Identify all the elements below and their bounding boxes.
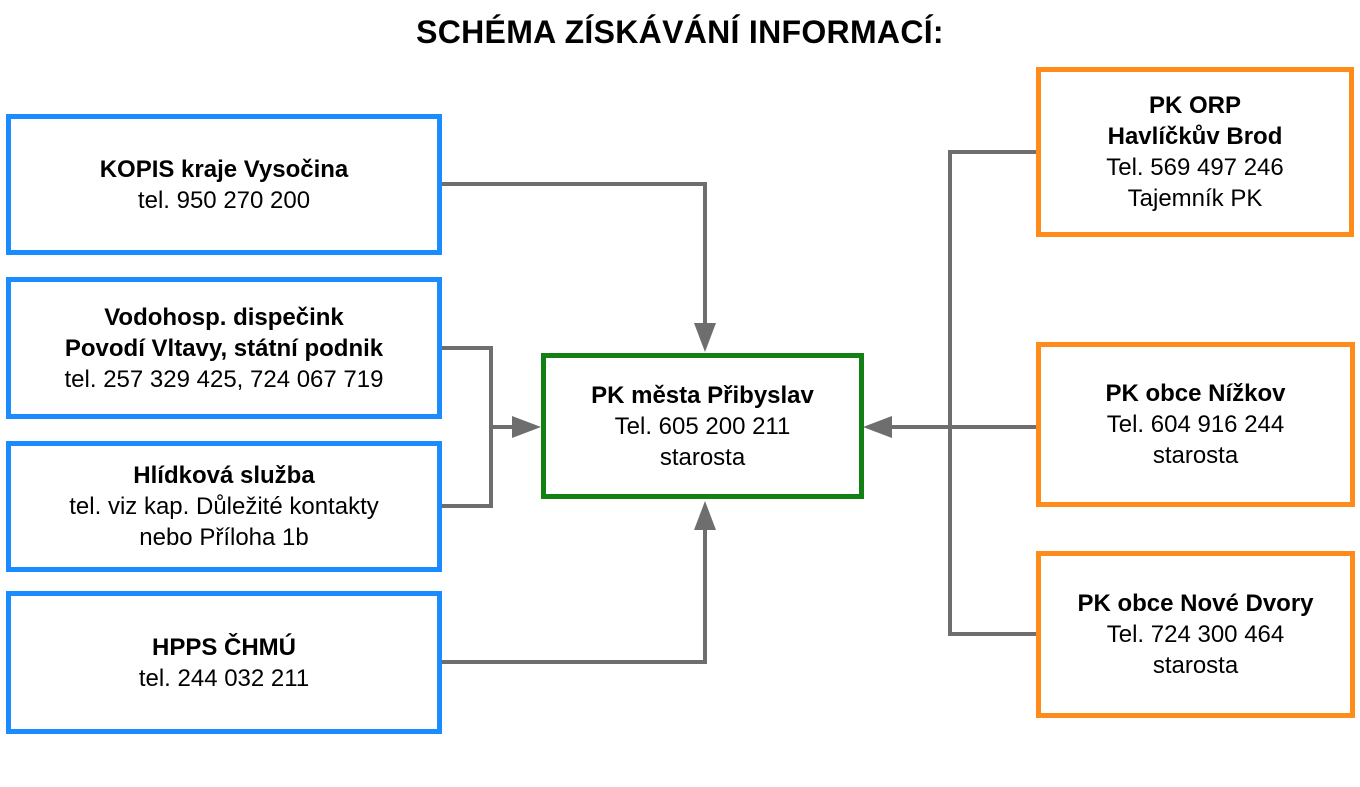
arrowhead-kopis: [694, 323, 716, 352]
node-nove-dvory-name: PK obce Nové Dvory: [1077, 590, 1314, 617]
node-orp-role: Tajemník PK: [1127, 185, 1263, 212]
arrowhead-right: [863, 416, 892, 438]
node-hpps: HPPS ČHMÚ tel. 244 032 211: [6, 591, 442, 734]
node-nizkov-role: starosta: [1152, 442, 1239, 469]
node-center-phone: Tel. 605 200 211: [614, 412, 791, 440]
diagram-title: SCHÉMA ZÍSKÁVÁNÍ INFORMACÍ:: [416, 14, 944, 50]
arrowhead-hpps: [694, 501, 716, 530]
node-orp-phone: Tel. 569 497 246: [1106, 154, 1284, 181]
node-hlidkova: Hlídková služba tel. viz kap. Důležité k…: [6, 441, 442, 572]
node-hlidkova-note: nebo Příloha 1b: [139, 524, 309, 551]
node-nizkov: PK obce Nížkov Tel. 604 916 244 starosta: [1036, 342, 1355, 507]
node-vodohosp-name: Vodohosp. dispečink: [104, 303, 344, 331]
node-center-name: PK města Přibyslav: [591, 381, 814, 409]
node-hpps-name: HPPS ČHMÚ: [151, 633, 296, 661]
node-kopis-phone: tel. 950 270 200: [137, 186, 311, 214]
node-nizkov-phone: Tel. 604 916 244: [1106, 411, 1285, 438]
node-center: PK města Přibyslav Tel. 605 200 211 star…: [541, 353, 864, 499]
arrowhead-left: [512, 416, 541, 438]
node-orp-name: PK ORP: [1148, 92, 1241, 119]
connector-vodohosp: [441, 346, 493, 427]
connector-hlidkova: [441, 427, 493, 508]
connector-hpps: [441, 524, 707, 664]
node-nove-dvory-phone: Tel. 724 300 464: [1106, 621, 1285, 648]
node-hpps-phone: tel. 244 032 211: [138, 664, 310, 692]
node-kopis-name: KOPIS kraje Vysočina: [99, 155, 349, 183]
node-orp-city: Havlíčkův Brod: [1107, 123, 1283, 150]
connector-kopis: [441, 182, 707, 330]
node-nove-dvory: PK obce Nové Dvory Tel. 724 300 464 star…: [1036, 551, 1355, 718]
node-nove-dvory-role: starosta: [1152, 652, 1239, 679]
connector-orp: [948, 150, 1038, 636]
node-orp: PK ORP Havlíčkův Brod Tel. 569 497 246 T…: [1036, 67, 1354, 237]
node-hlidkova-phone: tel. viz kap. Důležité kontakty: [69, 493, 379, 520]
node-kopis: KOPIS kraje Vysočina tel. 950 270 200: [6, 114, 442, 255]
node-vodohosp-phone: tel. 257 329 425, 724 067 719: [64, 365, 384, 393]
node-vodohosp-org: Povodí Vltavy, státní podnik: [64, 334, 384, 362]
node-center-role: starosta: [659, 443, 746, 471]
node-nizkov-name: PK obce Nížkov: [1105, 380, 1286, 407]
node-hlidkova-name: Hlídková služba: [133, 462, 315, 489]
node-vodohosp: Vodohosp. dispečink Povodí Vltavy, státn…: [6, 277, 442, 419]
